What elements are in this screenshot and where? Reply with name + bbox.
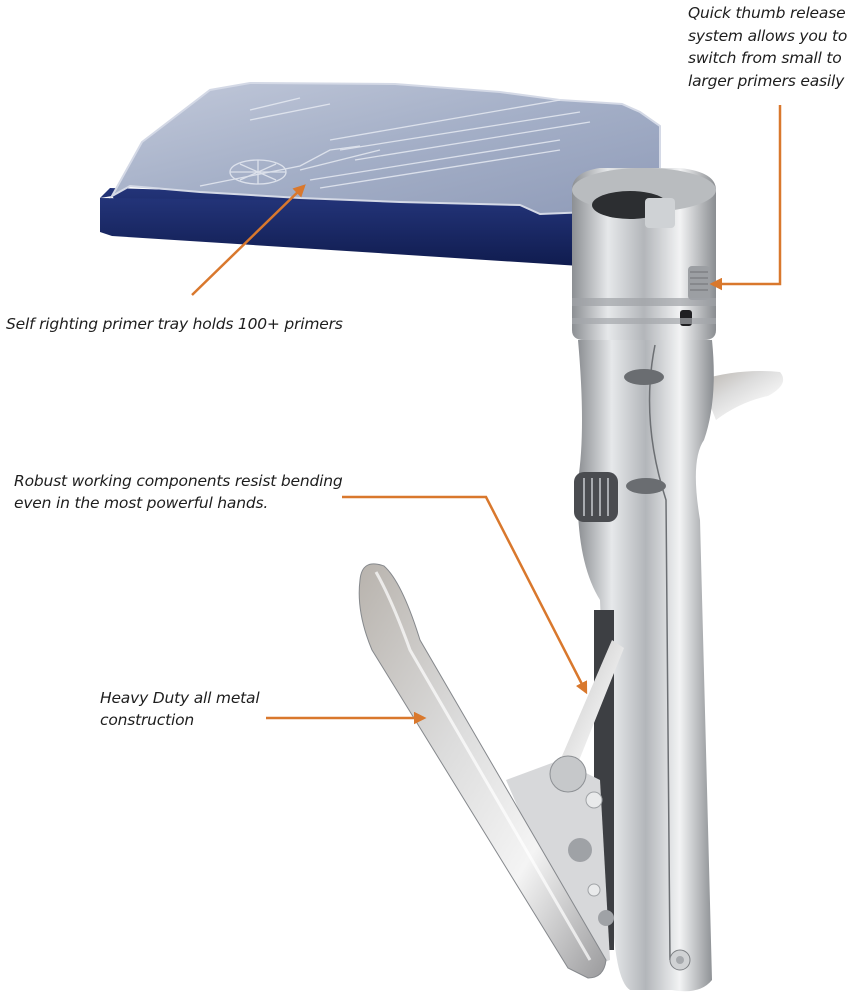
callout-line: Heavy Duty all metal (100, 689, 260, 707)
callout-line: construction (100, 711, 194, 729)
callout-line: switch from small to (688, 49, 842, 67)
callout-line: even in the most powerful hands. (14, 494, 269, 512)
priming-tool (358, 168, 784, 992)
callout-line: Self righting primer tray holds 100+ pri… (6, 315, 343, 333)
arrow-thumb-release (709, 105, 782, 291)
callout-line: larger primers easily (688, 71, 845, 90)
callout-thumb-release: Quick thumb release system allows you to… (688, 2, 847, 92)
callout-heavy-duty: Heavy Duty all metal construction (100, 687, 260, 731)
arrow-robust-components (342, 495, 588, 695)
callout-line: system allows you to (688, 26, 848, 45)
callout-line: Robust working components resist bending (14, 472, 343, 490)
arrow-primer-tray (191, 184, 306, 296)
callout-primer-tray: Self righting primer tray holds 100+ pri… (6, 313, 343, 335)
callout-arrows (191, 105, 782, 725)
callout-line: Quick thumb release (688, 4, 846, 22)
callout-robust-components: Robust working components resist bending… (14, 470, 343, 514)
primer-tray (100, 81, 662, 266)
